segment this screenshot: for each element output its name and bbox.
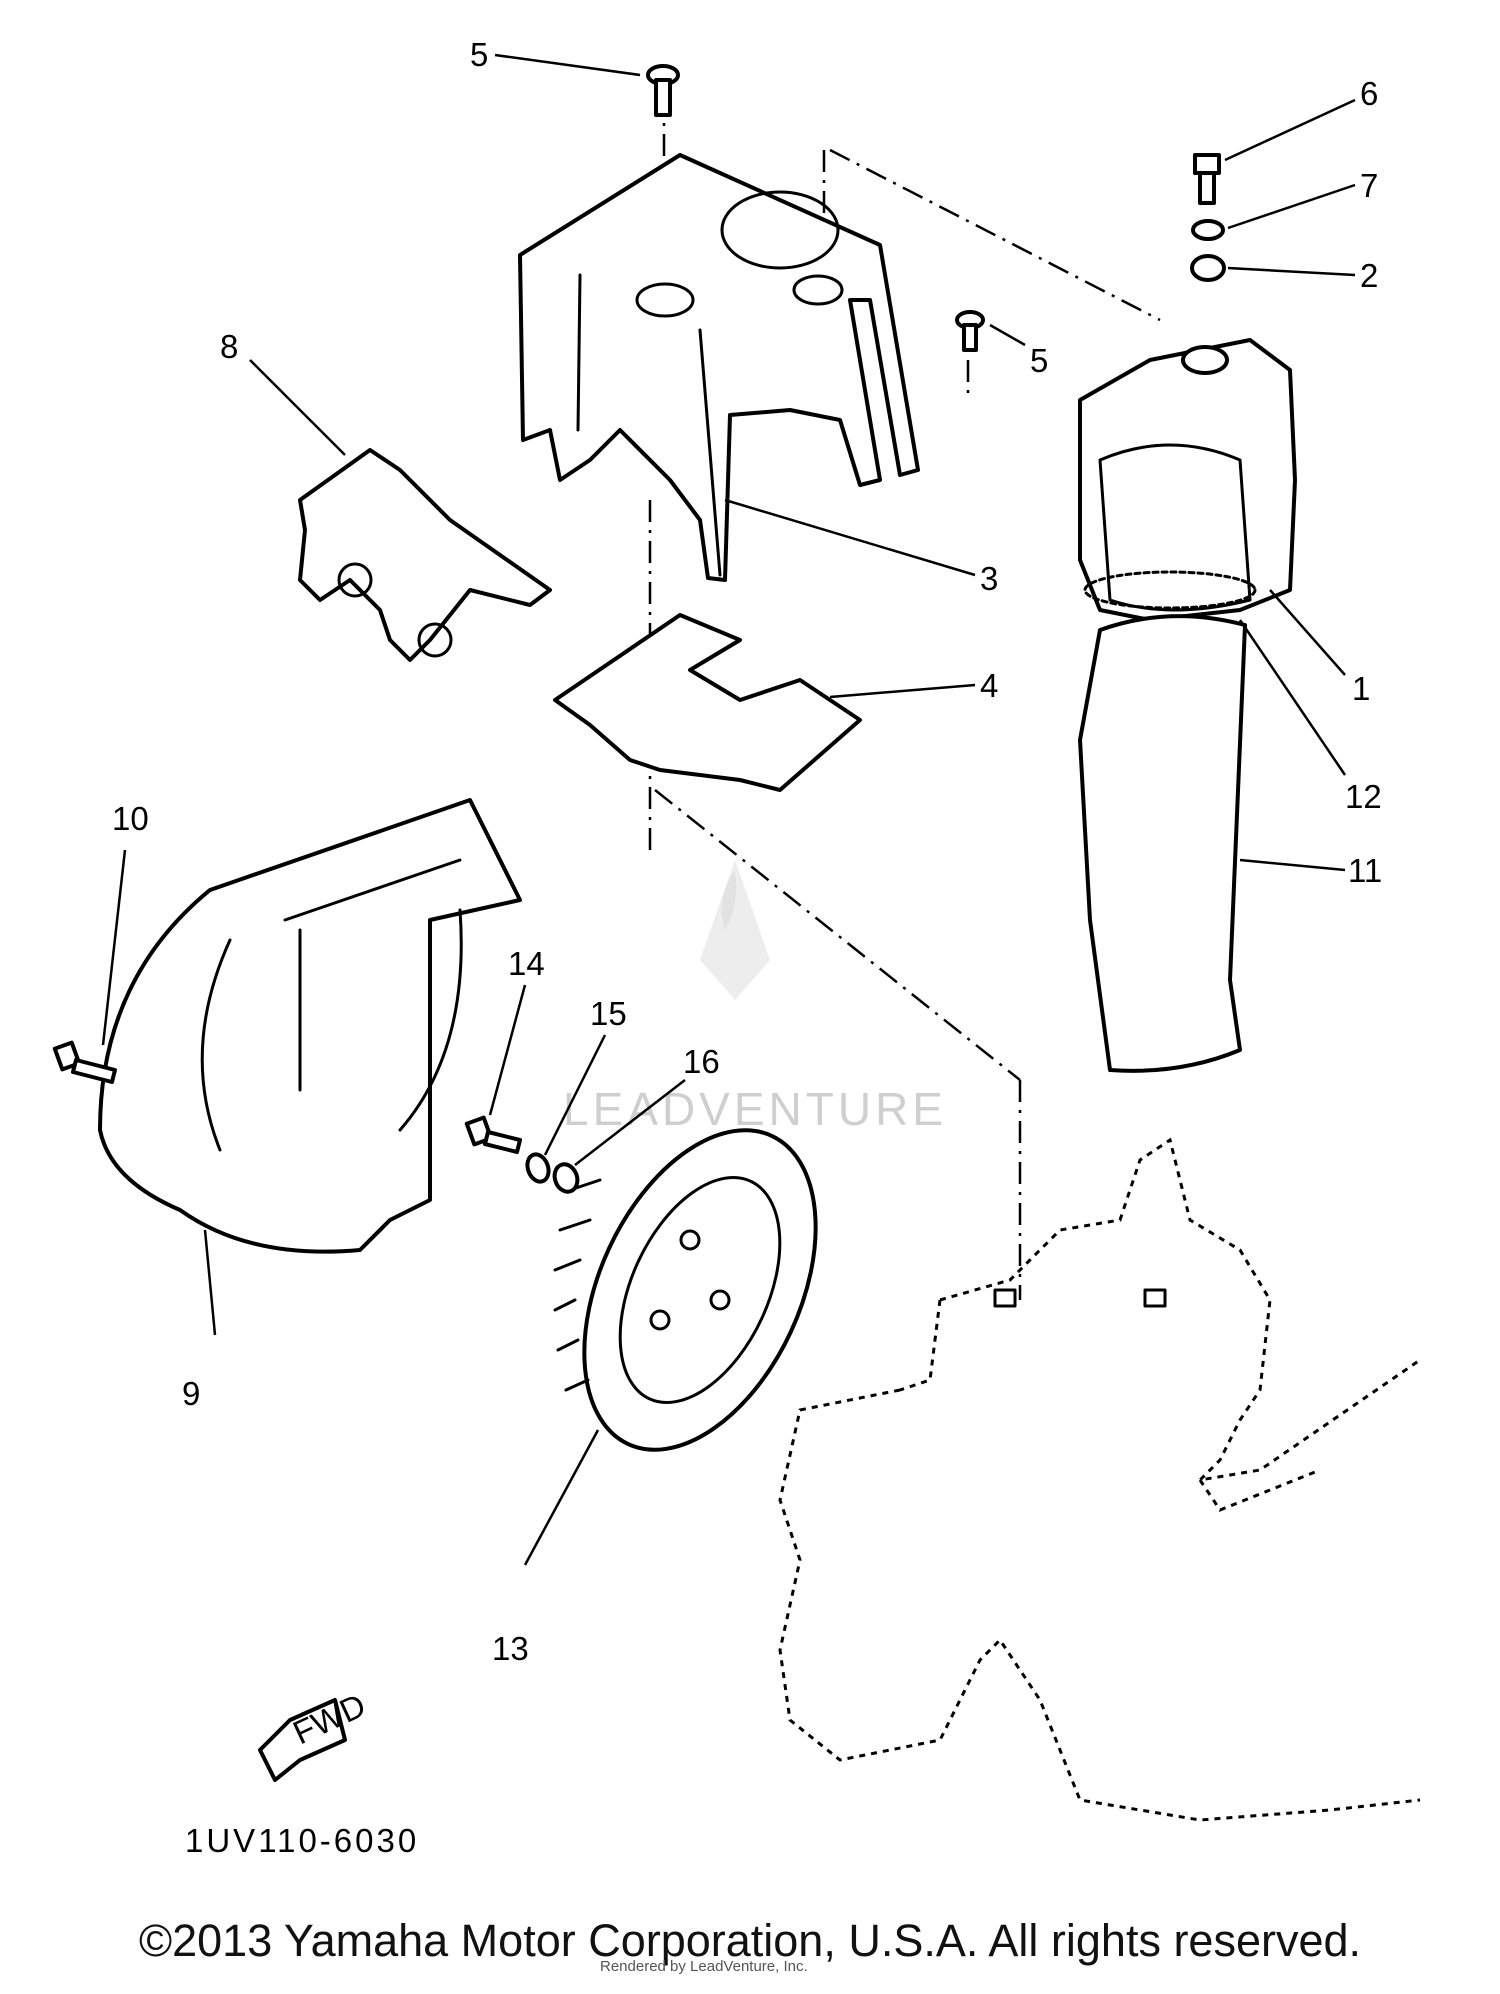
bolt-part-14[interactable] [464,1115,522,1154]
label-part-6: 6 [1360,75,1378,112]
bolt-part-6[interactable] [1193,153,1221,205]
label-part-5-right: 5 [1030,342,1048,379]
fan-housing-part-9[interactable] [98,798,522,1254]
label-part-15: 15 [590,995,627,1032]
label-part-2: 2 [1360,257,1378,294]
grommet-part-2[interactable] [1190,254,1226,282]
label-part-7: 7 [1360,167,1378,204]
screw-part-5-top[interactable] [646,64,680,117]
washer-part-7[interactable] [1191,219,1225,241]
fan-part-13[interactable] [538,1094,863,1487]
screw-part-5-right[interactable] [955,310,985,352]
fwd-arrow-icon: FWD [258,1686,371,1782]
label-part-9: 9 [182,1375,200,1412]
label-part-14: 14 [508,945,545,982]
clamp-part-12[interactable] [1083,570,1257,610]
label-part-8: 8 [220,328,238,365]
label-part-13: 13 [492,1630,529,1667]
plate-part-4[interactable] [553,613,862,792]
rendered-by-note: Rendered by LeadVenture, Inc. [600,1958,808,1975]
duct-part-1[interactable] [1078,338,1297,622]
diagram-code: 1UV110-6030 [185,1822,419,1859]
label-part-11: 11 [1348,852,1382,889]
hose-part-11[interactable] [1078,614,1247,1073]
bracket-part-8[interactable] [298,448,552,662]
shroud-part-3[interactable] [518,153,920,582]
leader-lines [101,53,1356,1566]
label-part-3: 3 [980,560,998,597]
washer-part-16[interactable] [551,1161,581,1195]
copyright-notice: ©2013 Yamaha Motor Corporation, U.S.A. A… [138,1915,1362,1966]
bolt-part-10[interactable] [52,1040,117,1084]
engine-outline [778,1137,1421,1822]
label-part-4: 4 [980,667,998,704]
label-part-5-top: 5 [470,36,488,73]
label-part-1: 1 [1352,670,1370,707]
nut-part-15[interactable] [524,1151,552,1184]
label-part-12: 12 [1345,778,1382,815]
leadventure-watermark: LEADVENTURE [563,860,947,1135]
label-part-16: 16 [683,1043,720,1080]
part-labels: 5 5 6 7 2 8 3 4 1 12 11 10 9 14 15 16 13… [112,36,1382,1859]
watermark-text: LEADVENTURE [563,1083,947,1135]
label-part-10: 10 [112,800,149,837]
